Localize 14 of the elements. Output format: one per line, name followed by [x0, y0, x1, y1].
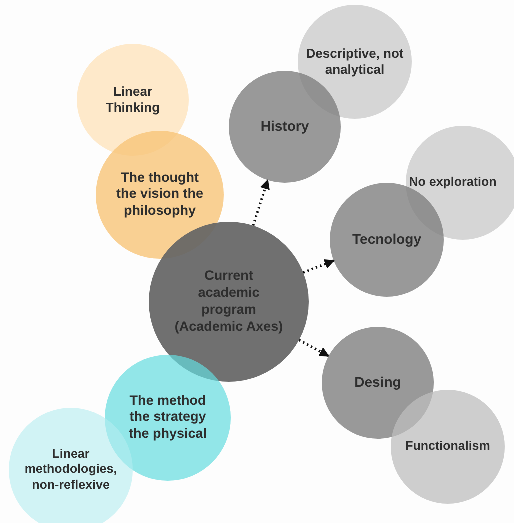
circle-label: Linear methodologies, non-reflexive	[24, 446, 118, 494]
circle-label: Descriptive, not analytical	[305, 46, 405, 78]
dotted-arrow	[303, 259, 335, 274]
circle-label: History	[260, 118, 310, 136]
dotted-arrow	[252, 179, 270, 226]
circle-label: The thought the vision the philosophy	[115, 170, 204, 220]
dotted-arrow	[298, 339, 330, 358]
circle-label: Tecnology	[352, 231, 422, 248]
circle-label: Linear Thinking	[104, 84, 162, 116]
circle-label: Functionalism	[404, 439, 492, 455]
circle-label: No exploration	[408, 175, 498, 191]
circle-label: The method the strategy the physical	[128, 392, 208, 444]
circle-label: Desing	[354, 374, 402, 392]
circle-label: Current academic program (Academic Axes)	[174, 268, 284, 336]
